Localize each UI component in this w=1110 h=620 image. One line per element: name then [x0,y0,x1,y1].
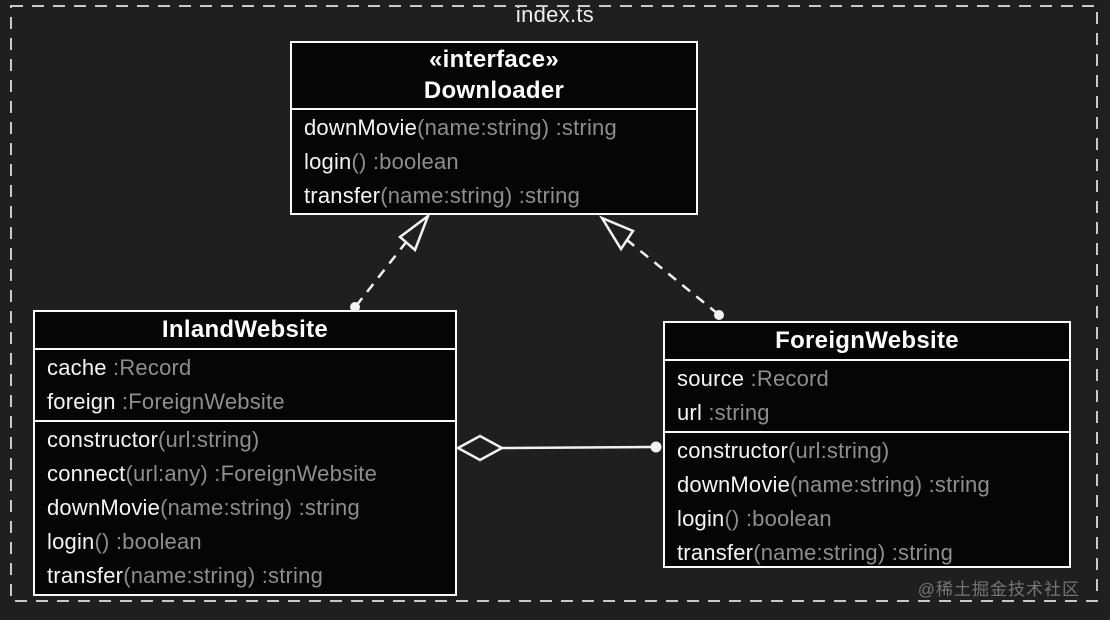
method-signature: (url:any) :ForeignWebsite [125,461,378,486]
attribute-type: :ForeignWebsite [115,389,285,414]
method-signature: () :boolean [724,506,832,531]
methods-section: downMovie(name:string) :string login() :… [292,110,696,214]
class-name-foreign-website: ForeignWebsite [775,327,959,354]
method-row: login() :boolean [665,502,1069,536]
file-title: index.ts [515,2,595,27]
method-signature: () :boolean [351,149,459,174]
attribute-type: :Record [744,366,829,391]
realization-arrow-inland-to-downloader [350,212,431,312]
class-header-downloader: «interface» Downloader [292,43,696,110]
method-row: downMovie(name:string) :string [665,468,1069,502]
realization-arrow-foreign-to-downloader [598,215,724,320]
watermark: @稀土掘金技术社区 [917,580,1080,599]
hollow-triangle-arrowhead-icon [598,215,635,252]
method-row: downMovie(name:string) :string [292,111,696,145]
connector-endpoint-dot-icon [650,441,662,453]
method-name: transfer [677,540,754,565]
method-name: constructor [47,427,159,452]
attribute-name: cache [47,355,107,380]
attributes-section: source :Record url :string [665,361,1069,433]
method-row: transfer(name:string) :string [292,179,696,213]
method-row: login() :boolean [292,145,696,179]
class-header-inland-website: InlandWebsite [35,312,455,350]
method-signature: (name:string) :string [417,115,617,140]
attribute-type: :string [702,400,770,425]
attribute-type: :Record [106,355,192,380]
attribute-name: source [677,366,745,391]
method-name: login [47,529,95,554]
method-signature: (url:string) [158,427,260,452]
method-row: constructor(url:string) [35,423,455,457]
method-name: transfer [304,183,381,208]
connector-endpoint-dot-icon [714,310,724,320]
attribute-row: foreign :ForeignWebsite [35,385,455,419]
method-name: downMovie [304,115,418,140]
method-row: login() :boolean [35,525,455,559]
methods-section: constructor(url:string) downMovie(name:s… [665,433,1069,571]
method-name: downMovie [677,472,791,497]
attribute-row: url :string [665,396,1069,430]
method-row: constructor(url:string) [665,434,1069,468]
method-name: transfer [47,563,124,588]
method-name: connect [47,461,126,486]
attribute-name: url [677,400,703,425]
attribute-row: cache :Record [35,351,455,385]
class-name-inland-website: InlandWebsite [161,316,329,343]
hollow-triangle-arrowhead-icon [398,212,431,253]
method-signature: (name:string) :string [790,472,990,497]
method-signature: (name:string) :string [380,183,581,208]
method-row: connect(url:any) :ForeignWebsite [35,457,455,491]
aggregation-link-inland-foreign [455,434,662,462]
class-box-foreign-website: ForeignWebsite source :Record url :strin… [663,321,1071,568]
attribute-row: source :Record [665,362,1069,396]
class-box-inland-website: InlandWebsite cache :Record foreign :For… [33,310,457,596]
method-name: constructor [677,438,789,463]
method-signature: (name:string) :string [123,563,324,588]
method-name: login [304,149,352,174]
method-name: login [677,506,725,531]
method-signature: (name:string) :string [753,540,954,565]
method-signature: (url:string) [788,438,890,463]
method-row: transfer(name:string) :string [35,559,455,593]
attribute-name: foreign [47,389,116,414]
method-signature: () :boolean [94,529,202,554]
method-row: downMovie(name:string) :string [35,491,455,525]
methods-section: constructor(url:string) connect(url:any)… [35,422,455,594]
stereotype-label: «interface» [428,46,560,73]
class-header-foreign-website: ForeignWebsite [665,323,1069,361]
method-signature: (name:string) :string [160,495,360,520]
hollow-diamond-icon [455,434,505,462]
method-row: transfer(name:string) :string [665,536,1069,570]
method-name: downMovie [47,495,161,520]
attributes-section: cache :Record foreign :ForeignWebsite [35,350,455,422]
class-name-downloader: Downloader [423,77,565,104]
class-box-downloader: «interface» Downloader downMovie(name:st… [290,41,698,215]
